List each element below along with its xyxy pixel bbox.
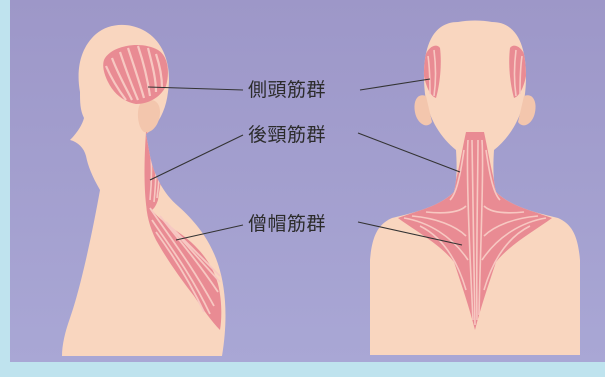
label-temporal-muscles: 側頭筋群 xyxy=(248,79,326,101)
label-trapezius-muscles: 僧帽筋群 xyxy=(248,213,326,235)
label-posterior-neck-muscles: 後頸筋群 xyxy=(248,124,326,146)
